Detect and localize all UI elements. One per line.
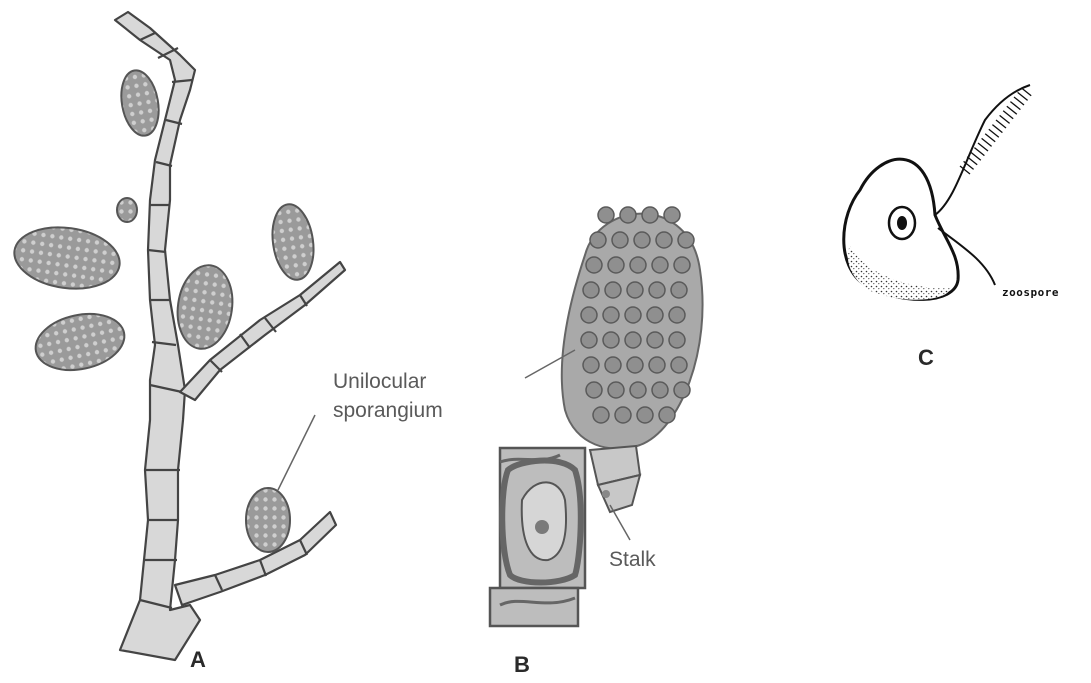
spore xyxy=(649,357,665,373)
spore xyxy=(583,282,599,298)
spore xyxy=(671,357,687,373)
flagellum-hair xyxy=(996,120,1006,128)
spore xyxy=(659,407,675,423)
spore xyxy=(642,207,658,223)
spore xyxy=(627,357,643,373)
spore xyxy=(652,382,668,398)
sporangium-a2 xyxy=(117,198,137,222)
leader-line-b-stalk xyxy=(610,505,630,540)
spore xyxy=(603,307,619,323)
spore xyxy=(586,257,602,273)
panel-b-letter: B xyxy=(514,652,530,678)
spore xyxy=(669,332,685,348)
panel-a-letter: A xyxy=(190,647,206,673)
spore xyxy=(647,332,663,348)
flagellum-hair xyxy=(985,134,995,142)
flagellum-hair xyxy=(1003,111,1013,119)
spore xyxy=(612,232,628,248)
sporangium-a3 xyxy=(10,221,123,295)
flagellum-hair xyxy=(1018,92,1028,100)
spore xyxy=(674,257,690,273)
flagellum-hair xyxy=(971,152,981,160)
stalk-label: Stalk xyxy=(609,548,656,572)
spore xyxy=(674,382,690,398)
spore xyxy=(608,257,624,273)
spore xyxy=(630,257,646,273)
flagellum-hair xyxy=(992,125,1002,133)
spore xyxy=(593,407,609,423)
spore xyxy=(652,257,668,273)
spore xyxy=(598,207,614,223)
panel-c-zoospore xyxy=(844,85,1031,300)
spore xyxy=(634,232,650,248)
flagellum-hair xyxy=(974,148,984,156)
flagellum-hair xyxy=(982,138,992,146)
spore xyxy=(647,307,663,323)
spore xyxy=(586,382,602,398)
flagellum-hair xyxy=(1021,88,1031,96)
spore xyxy=(678,232,694,248)
flagellum-hair xyxy=(1014,97,1024,105)
spore xyxy=(620,207,636,223)
flagellum-hair xyxy=(1010,102,1020,110)
spore xyxy=(581,307,597,323)
unilocular-sporangium-label: Unilocular sporangium xyxy=(333,367,443,425)
spore xyxy=(605,282,621,298)
spore xyxy=(664,207,680,223)
spore xyxy=(581,332,597,348)
spore xyxy=(590,232,606,248)
sporangium-a5 xyxy=(172,262,237,353)
flagellum-hair xyxy=(989,129,999,137)
sporangium-a7 xyxy=(246,488,290,552)
spore xyxy=(630,382,646,398)
spore xyxy=(625,332,641,348)
panel-b-sporangium xyxy=(490,207,703,626)
spore xyxy=(583,357,599,373)
sporangium-a1 xyxy=(117,67,164,138)
spore xyxy=(615,407,631,423)
spore xyxy=(605,357,621,373)
flagellum-hair xyxy=(1000,115,1010,123)
spore xyxy=(649,282,665,298)
spore xyxy=(608,382,624,398)
spore xyxy=(669,307,685,323)
spore xyxy=(625,307,641,323)
spore xyxy=(603,332,619,348)
flagellum-hair xyxy=(967,157,977,165)
sporangium-a6 xyxy=(268,202,318,283)
spore xyxy=(656,232,672,248)
flagellum-hair xyxy=(978,143,988,151)
sporangium-a4 xyxy=(30,306,129,378)
spore xyxy=(627,282,643,298)
panel-c-letter: C xyxy=(918,345,934,371)
tinsel-flagellum xyxy=(935,85,1030,215)
flagellum-hair xyxy=(1007,106,1017,114)
leader-line-a xyxy=(278,415,315,490)
zoospore-label: zoospore xyxy=(1002,286,1059,299)
sporangium-label-line1: Unilocular xyxy=(333,367,443,396)
spore xyxy=(637,407,653,423)
sporangium-label-line2: sporangium xyxy=(333,396,443,425)
spore xyxy=(671,282,687,298)
host-cell-lower xyxy=(490,588,578,626)
sporangium-body xyxy=(562,214,703,449)
